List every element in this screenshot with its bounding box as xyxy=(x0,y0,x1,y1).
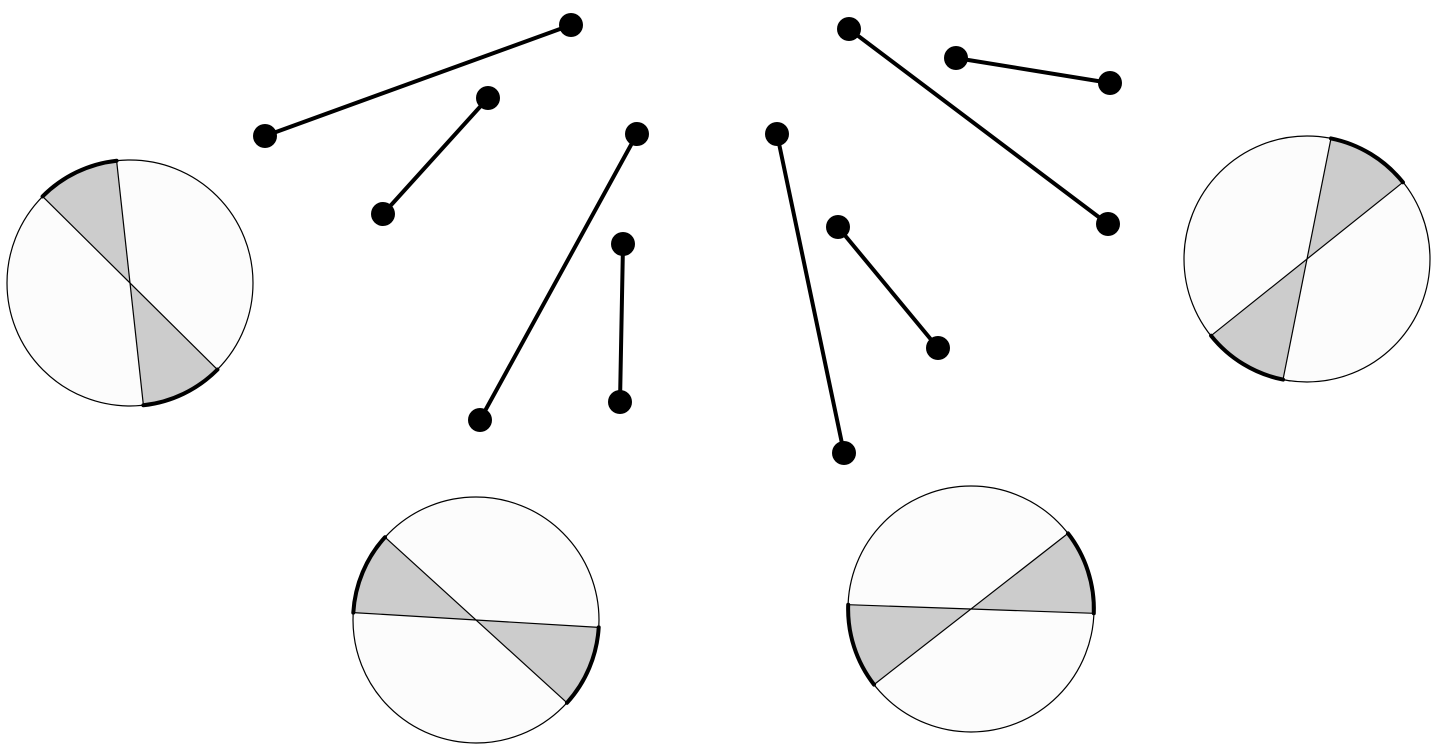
segment-line xyxy=(381,96,490,216)
segment xyxy=(765,122,856,465)
segment-endpoint xyxy=(476,86,500,110)
highlighted-arc xyxy=(1066,531,1096,616)
segment-endpoint xyxy=(944,46,968,70)
segment-endpoint xyxy=(559,13,583,37)
segment xyxy=(371,86,500,226)
segment-endpoint xyxy=(1098,71,1122,95)
segment-line xyxy=(847,27,1110,226)
segment-endpoint xyxy=(926,336,950,360)
circle-figure-bottom-left xyxy=(351,496,601,744)
segment-endpoint xyxy=(832,441,856,465)
segment-line xyxy=(775,132,846,455)
segment-endpoint xyxy=(625,122,649,146)
shaded-sector xyxy=(1211,259,1307,380)
shaded-sector xyxy=(971,533,1094,614)
circle-figure-left xyxy=(6,158,254,408)
shaded-sector xyxy=(848,604,971,685)
highlighted-arc xyxy=(351,535,387,615)
segment-endpoint xyxy=(826,215,850,239)
segment-endpoint xyxy=(765,122,789,146)
shaded-sector xyxy=(1307,138,1403,259)
segment xyxy=(826,215,950,360)
highlighted-arc xyxy=(565,625,601,705)
segment-line xyxy=(263,23,573,138)
highlighted-arc xyxy=(1329,136,1405,185)
segment-endpoint xyxy=(253,124,277,148)
diameter-line xyxy=(353,612,599,628)
diameter-line xyxy=(848,604,1094,614)
circle-figure-right xyxy=(1183,135,1431,383)
segment xyxy=(608,232,635,414)
diameter-line xyxy=(1210,181,1404,337)
circle-figure-bottom-right xyxy=(846,485,1096,733)
segment-endpoint xyxy=(611,232,635,256)
shaded-sector xyxy=(130,283,218,406)
segment-line xyxy=(954,56,1112,85)
shaded-sector xyxy=(42,160,130,283)
diameter-line xyxy=(116,160,144,406)
segment-line xyxy=(478,132,639,422)
segment xyxy=(253,13,583,148)
segment-endpoint xyxy=(1096,212,1120,236)
segment-line xyxy=(618,242,625,404)
highlighted-arc xyxy=(40,158,119,199)
highlighted-arc xyxy=(1209,333,1285,382)
shaded-sector xyxy=(476,620,599,703)
highlighted-arc xyxy=(141,367,220,408)
segment-endpoint xyxy=(837,17,861,41)
segment xyxy=(944,46,1122,95)
segment xyxy=(468,122,649,432)
shaded-sector xyxy=(353,537,476,620)
highlighted-arc xyxy=(846,602,876,687)
segment-endpoint xyxy=(371,202,395,226)
segment-endpoint xyxy=(468,408,492,432)
segment-line xyxy=(836,225,940,350)
segment xyxy=(837,17,1120,236)
segment-endpoint xyxy=(608,390,632,414)
